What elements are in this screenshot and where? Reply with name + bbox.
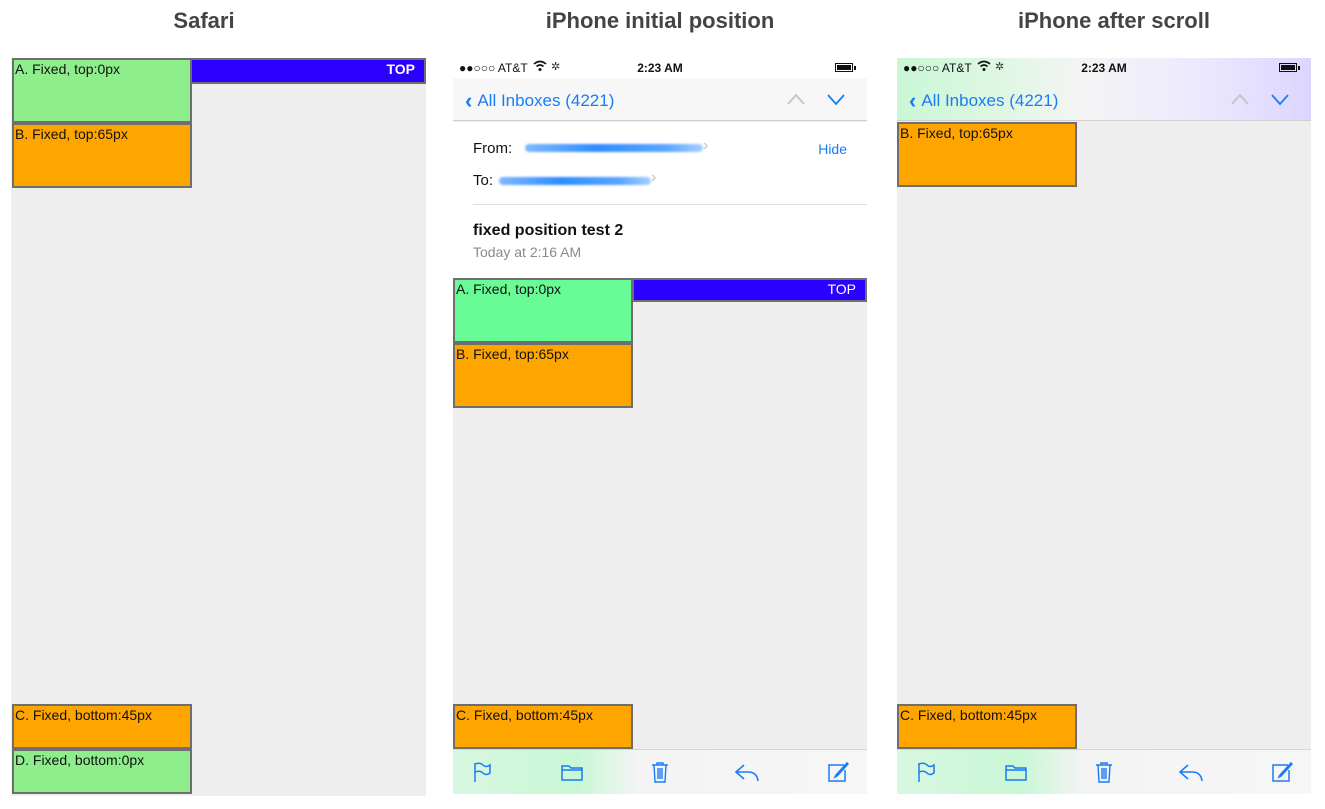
mail-subject: fixed position test 2 bbox=[473, 222, 624, 239]
iphone-scrolled-screen: ●●○○○ AT&T ✲ 2:23 AM ‹All Inboxes (4221)… bbox=[897, 58, 1311, 794]
status-bar: ●●○○○ AT&T ✲ 2:23 AM bbox=[897, 58, 1311, 78]
carrier-label: ●●○○○ AT&T bbox=[903, 61, 972, 75]
chevron-left-icon: ‹ bbox=[909, 88, 917, 113]
battery-icon bbox=[835, 63, 856, 72]
reply-icon[interactable] bbox=[1178, 761, 1204, 783]
mail-date: Today at 2:16 AM bbox=[473, 244, 582, 260]
fixed-box-c: C. Fixed, bottom:45px bbox=[453, 704, 633, 749]
nav-bar: ‹All Inboxes (4221) bbox=[897, 78, 1311, 121]
fixed-box-b: B. Fixed, top:65px bbox=[897, 122, 1077, 187]
wifi-icon bbox=[533, 60, 547, 75]
to-address-redacted[interactable] bbox=[499, 177, 651, 185]
header-divider bbox=[473, 204, 867, 205]
back-button-label: All Inboxes (4221) bbox=[477, 91, 615, 110]
compose-icon[interactable] bbox=[1271, 761, 1293, 783]
trash-icon[interactable] bbox=[649, 761, 671, 783]
top-bar: TOP bbox=[632, 278, 867, 302]
safari-viewport: TOP A. Fixed, top:0px B. Fixed, top:65px… bbox=[11, 58, 426, 796]
status-bar: ●●○○○ AT&T ✲ 2:23 AM bbox=[453, 58, 867, 78]
fixed-box-c: C. Fixed, bottom:45px bbox=[897, 704, 1077, 749]
fixed-box-b: B. Fixed, top:65px bbox=[12, 123, 192, 188]
safari-column-title: Safari bbox=[173, 8, 235, 33]
fixed-box-a: A. Fixed, top:0px bbox=[453, 278, 633, 343]
wifi-icon bbox=[977, 60, 991, 75]
chevron-up-icon[interactable] bbox=[786, 92, 806, 106]
from-chevron-icon: › bbox=[703, 137, 709, 154]
chevron-left-icon: ‹ bbox=[465, 88, 473, 113]
iphone-initial-column-title: iPhone initial position bbox=[545, 8, 775, 33]
to-chevron-icon: › bbox=[651, 169, 657, 186]
fixed-box-c: C. Fixed, bottom:45px bbox=[12, 704, 192, 749]
trash-icon[interactable] bbox=[1093, 761, 1115, 783]
hide-details-link[interactable]: Hide bbox=[818, 141, 847, 157]
flag-icon[interactable] bbox=[915, 761, 937, 783]
iphone-scroll-column-title: iPhone after scroll bbox=[1018, 8, 1210, 33]
activity-spinner-icon: ✲ bbox=[551, 61, 561, 73]
activity-spinner-icon: ✲ bbox=[995, 61, 1005, 73]
back-to-inboxes-button[interactable]: ‹All Inboxes (4221) bbox=[465, 88, 614, 114]
back-to-inboxes-button[interactable]: ‹All Inboxes (4221) bbox=[909, 88, 1058, 114]
iphone-initial-screen: ●●○○○ AT&T ✲ 2:23 AM ‹All Inboxes (4221)… bbox=[453, 58, 867, 794]
from-label: From: bbox=[473, 140, 513, 157]
mail-toolbar bbox=[897, 749, 1311, 794]
carrier-label: ●●○○○ AT&T bbox=[459, 61, 528, 75]
battery-icon bbox=[1279, 63, 1300, 72]
fixed-box-a: A. Fixed, top:0px bbox=[12, 58, 192, 123]
mail-toolbar bbox=[453, 749, 867, 794]
flag-icon[interactable] bbox=[471, 761, 493, 783]
translucent-header-bg bbox=[897, 58, 1311, 121]
reply-icon[interactable] bbox=[734, 761, 760, 783]
fixed-box-b: B. Fixed, top:65px bbox=[453, 343, 633, 408]
folder-icon[interactable] bbox=[1005, 761, 1027, 783]
status-time: 2:23 AM bbox=[1081, 61, 1127, 75]
nav-bar: ‹All Inboxes (4221) bbox=[453, 78, 867, 121]
chevron-down-icon[interactable] bbox=[826, 92, 846, 106]
back-button-label: All Inboxes (4221) bbox=[921, 91, 1059, 110]
folder-icon[interactable] bbox=[561, 761, 583, 783]
compose-icon[interactable] bbox=[827, 761, 849, 783]
mail-header: From: › Hide To: › fixed position test 2… bbox=[453, 122, 867, 278]
chevron-up-icon[interactable] bbox=[1230, 92, 1250, 106]
status-time: 2:23 AM bbox=[637, 61, 683, 75]
chevron-down-icon[interactable] bbox=[1270, 92, 1290, 106]
top-bar: TOP bbox=[190, 58, 426, 84]
to-label: To: bbox=[473, 172, 494, 189]
fixed-box-d: D. Fixed, bottom:0px bbox=[12, 749, 192, 794]
from-address-redacted[interactable] bbox=[525, 144, 703, 152]
